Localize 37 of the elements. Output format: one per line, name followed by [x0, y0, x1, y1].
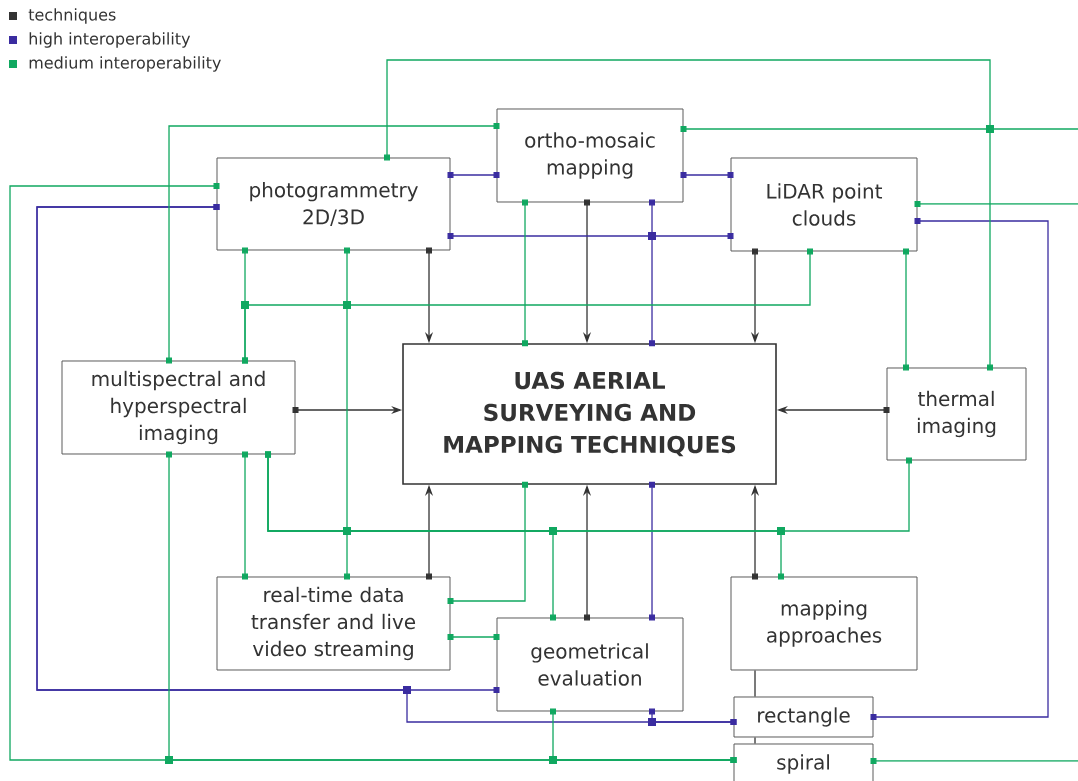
- connector: [242, 248, 813, 364]
- connector: [680, 126, 1078, 132]
- technique-box: LiDAR point clouds: [730, 157, 918, 252]
- connector: [447, 172, 500, 178]
- central-box: UAS AERIAL SURVEYING AND MAPPING TECHNIQUES: [402, 343, 777, 485]
- technique-box: geometrical evaluation: [496, 617, 684, 712]
- technique-box: rectangle: [733, 696, 874, 738]
- connector: [870, 218, 1049, 720]
- legend-label: high interoperability: [29, 32, 191, 48]
- technique-box: ortho-mosaic mapping: [496, 108, 684, 203]
- connector: [870, 758, 1078, 764]
- connector: [550, 708, 737, 763]
- connector: [649, 199, 655, 347]
- legend-label: medium interoperability: [29, 56, 221, 72]
- connector: [754, 736, 756, 745]
- technique-box: thermal imaging: [886, 367, 1027, 461]
- connector: [754, 669, 756, 698]
- technique-box: mapping approaches: [730, 576, 918, 671]
- connector: [447, 481, 528, 604]
- connector: [914, 201, 1078, 207]
- technique-box: spiral: [733, 743, 874, 781]
- connector: [166, 123, 500, 364]
- connector: [242, 451, 248, 580]
- connector: [447, 233, 734, 239]
- connector: [680, 172, 734, 178]
- connector: [522, 199, 528, 347]
- connector: [903, 248, 909, 371]
- technique-box: multispectral and hyperspectral imaging: [61, 360, 296, 455]
- technique-box: real-time data transfer and live video streaming: [216, 576, 451, 671]
- connector: [384, 59, 993, 371]
- technique-box: photogrammetry 2D/3D: [216, 157, 451, 251]
- connector: [649, 481, 655, 621]
- connector: [344, 247, 350, 580]
- connector: [447, 634, 500, 640]
- connector: [265, 451, 784, 580]
- legend-label: techniques: [28, 8, 116, 24]
- connector: [649, 708, 737, 725]
